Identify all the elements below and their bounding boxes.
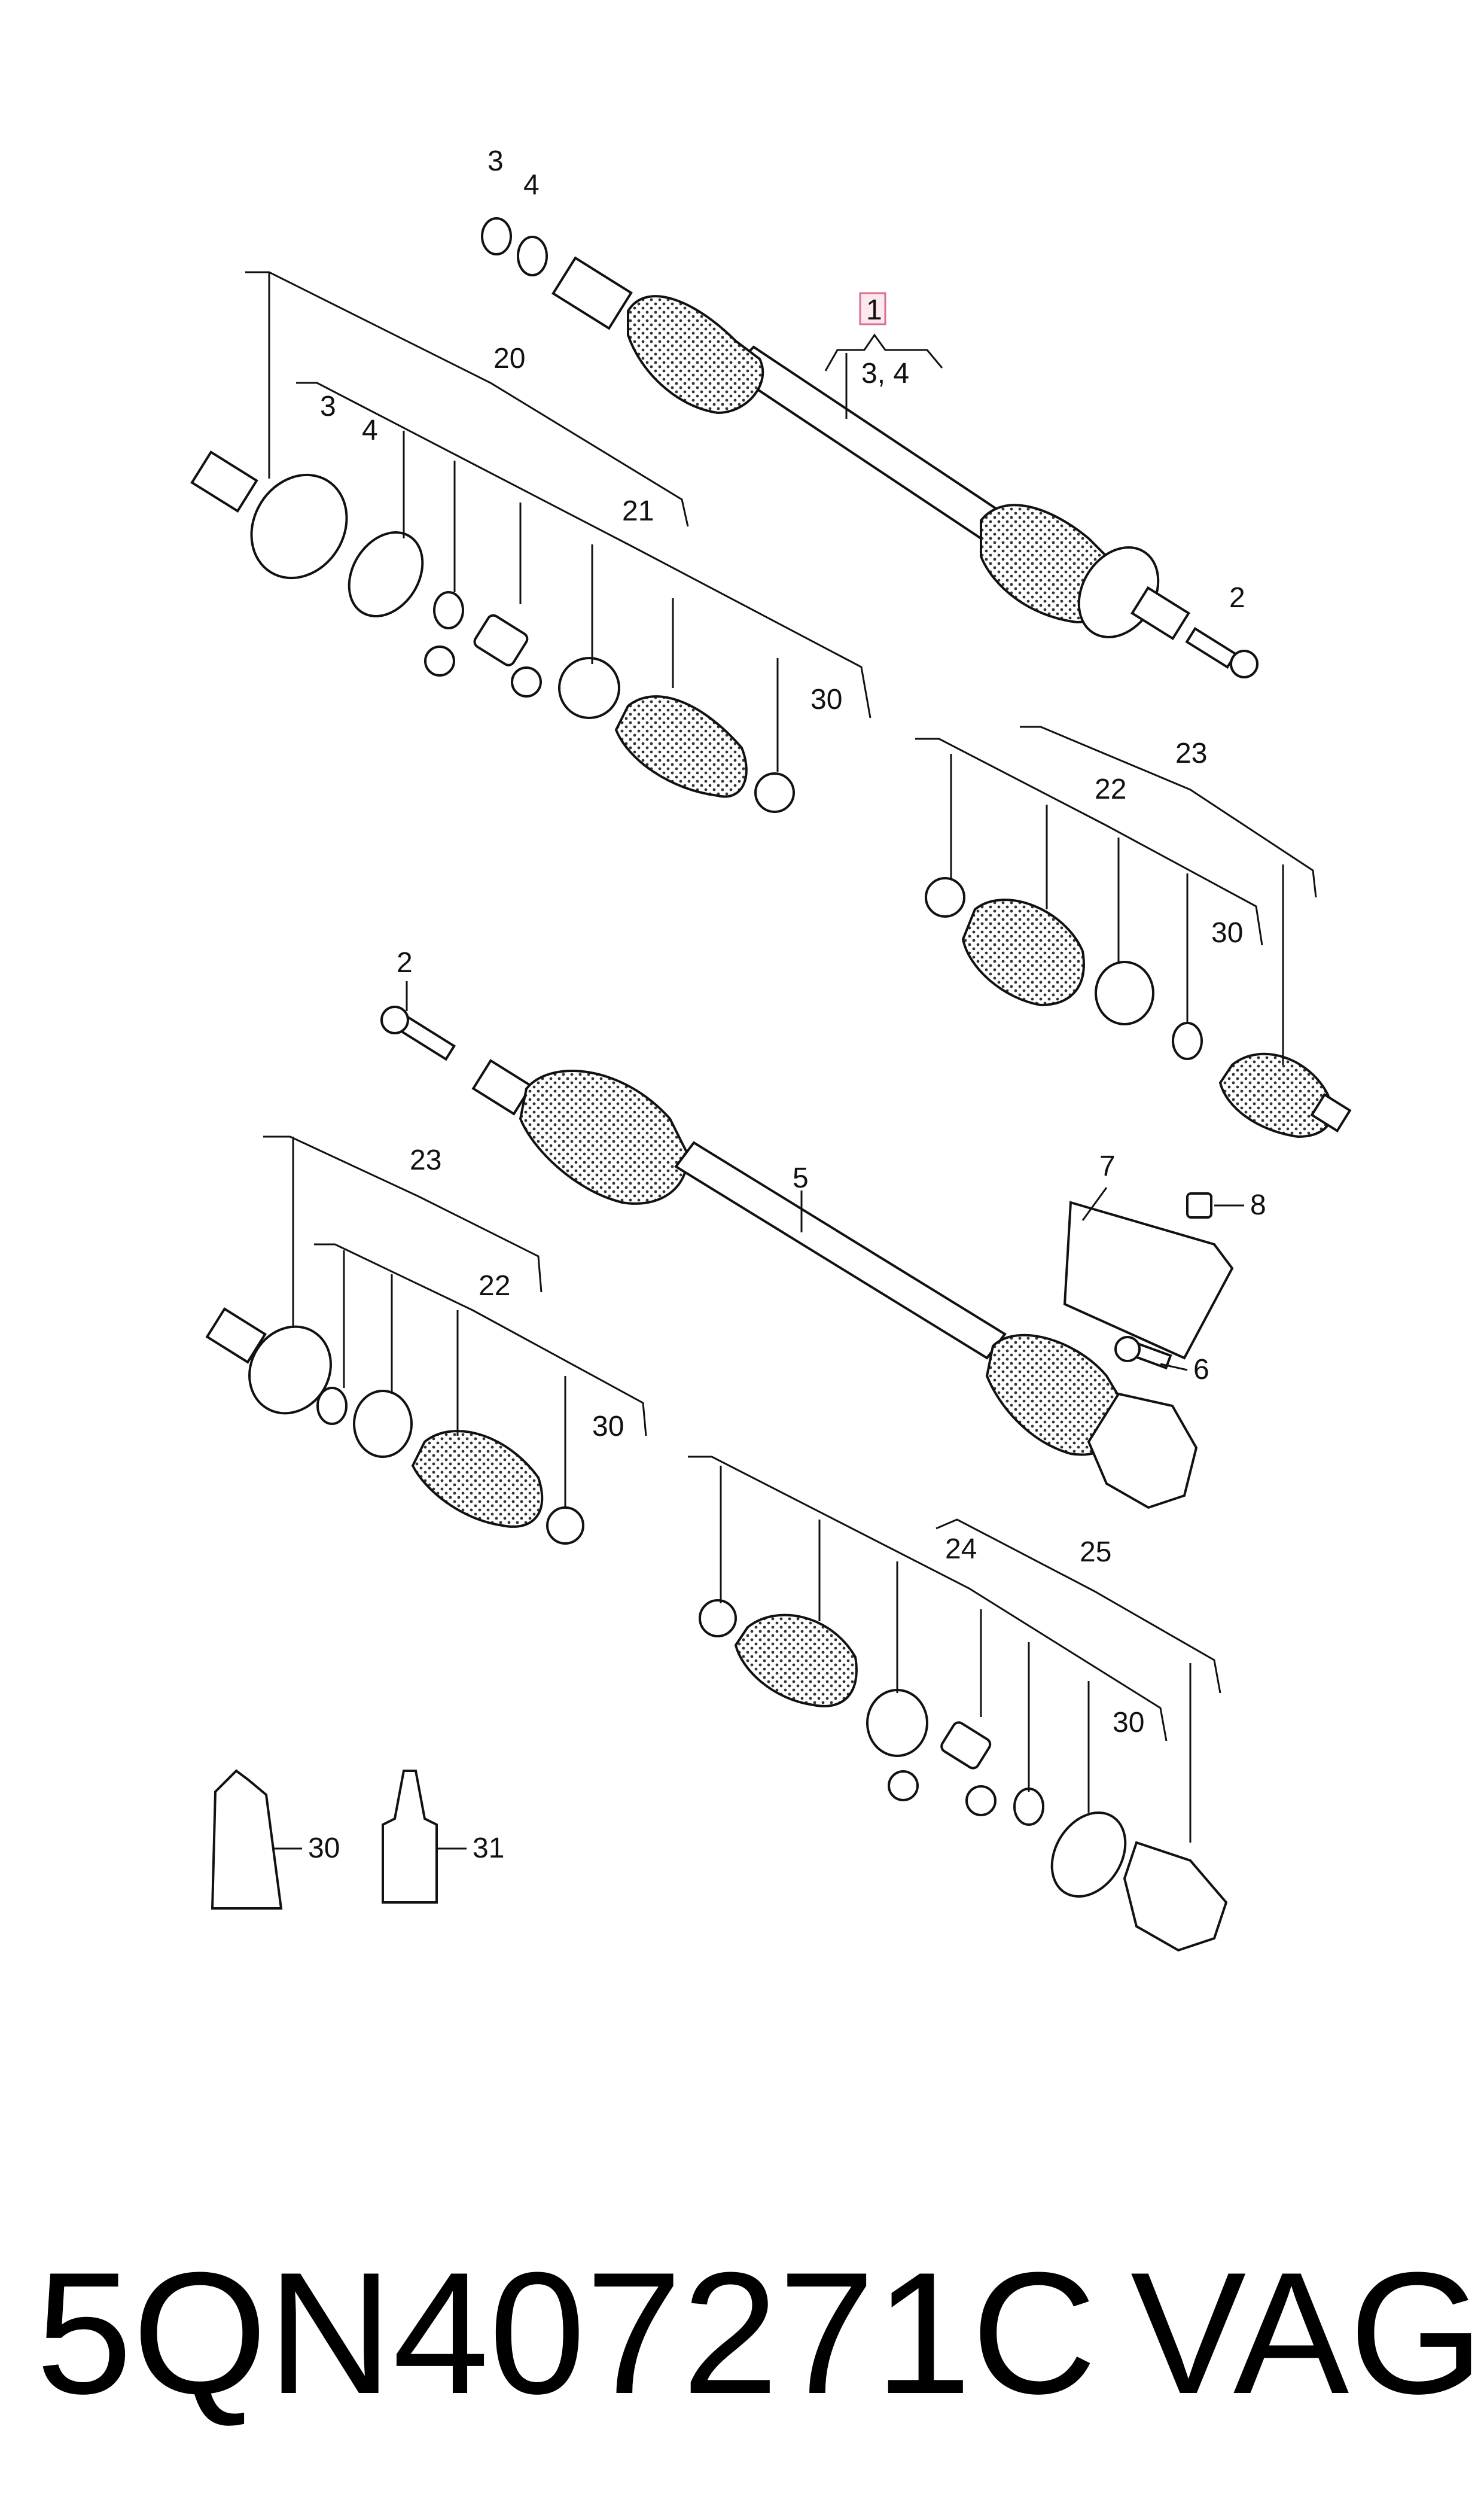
callout-30e[interactable]: 30 [308,1832,340,1864]
callout-2b[interactable]: 2 [397,947,413,979]
callout-25[interactable]: 25 [1080,1536,1111,1568]
bracket-22b [314,1243,647,1436]
clamp-lr-b [866,1689,928,1757]
bolt-upper [1185,627,1258,678]
callout-6[interactable]: 6 [1193,1354,1209,1386]
joint-set-lower-right [699,1599,1228,1952]
boot-right [961,899,1085,1007]
flange-lr [1123,1841,1228,1952]
part-number: 5QN407271C [36,2236,1097,2430]
heat-shield [1063,1201,1234,1360]
bracket-24 [688,1456,1168,1741]
stub-right [1310,1093,1352,1132]
seal-plate-lr [1050,1811,1127,1898]
circlip-lower-left [316,1387,348,1425]
boot-lower-left [519,1070,690,1205]
nut-8 [1186,1192,1212,1219]
joint-set-lower-left [205,1307,584,1545]
callout-7[interactable]: 7 [1099,1150,1116,1182]
callout-20[interactable]: 20 [493,343,525,374]
callout-23a[interactable]: 23 [1175,738,1207,769]
sealant-bottle [382,1770,438,1904]
circlip-right [1172,1022,1203,1060]
leader-6 [1160,1363,1188,1371]
clamp-upper-a [558,657,620,719]
clamp-lr-a [699,1599,737,1637]
clamp-lower-left-b [546,1506,584,1545]
stub-upper-right [1130,586,1190,641]
clamp-right-b [1095,961,1154,1025]
roller-upper-a [424,646,455,677]
inner-housing-upper [250,473,348,580]
callout-21[interactable]: 21 [622,495,654,527]
bracket-22a [915,738,1263,946]
boot-inner-upper [614,695,748,798]
callout-22b[interactable]: 22 [479,1270,510,1302]
flange-lower [1087,1392,1198,1509]
callout-30a[interactable]: 30 [810,684,842,715]
callout-30c[interactable]: 30 [592,1411,624,1442]
boot-lr [734,1613,858,1707]
bottle-body [382,1770,438,1904]
callout-3b[interactable]: 3 [320,391,336,422]
tube-body [211,1769,283,1910]
callout-5[interactable]: 5 [793,1162,809,1194]
bracket-25 [936,1518,1221,1694]
bolt-6-head [1114,1336,1141,1362]
footer: 5QN407271C VAG [36,2236,1484,2430]
ring-upper [517,236,548,276]
callout-31[interactable]: 31 [473,1832,504,1864]
boot-upper-left [627,295,764,415]
callout-4a[interactable]: 4 [523,169,540,201]
callout-23b[interactable]: 23 [410,1144,441,1176]
outer-joint-right [1218,1052,1333,1138]
bracket-1 [824,333,943,372]
stub-lower-left [471,1059,533,1116]
clamp-upper-b [754,772,795,813]
bracket-23b [263,1135,543,1293]
callout-30b[interactable]: 30 [1211,917,1243,949]
bolt-head-lower [380,1006,409,1034]
driveshaft-assembly-5 [380,1006,1198,1509]
grease-tube [211,1769,283,1910]
seal-plate-upper [348,531,424,617]
bracket-20 [245,271,689,527]
callout-30d[interactable]: 30 [1113,1707,1144,1738]
clamp-lower-left-a [353,1390,413,1458]
callout-24[interactable]: 24 [945,1533,977,1565]
circlip-lr [1013,1788,1044,1826]
boot-lower-left-set [411,1430,544,1528]
callout-4b[interactable]: 4 [362,415,378,446]
bolt-shank-upper [1185,627,1238,669]
tripod-upper [473,614,529,666]
circlip-inner-upper [433,591,464,629]
outer-joint-set-right [925,877,1352,1138]
stub-lower-left-set [205,1307,267,1364]
callout-22a[interactable]: 22 [1095,774,1126,805]
callout-3a[interactable]: 3 [487,145,504,177]
inner-joint-set-upper [190,450,795,813]
brand-name: VAG [1130,2236,1484,2430]
callout-2a[interactable]: 2 [1229,582,1245,614]
callout-1[interactable]: 1 [866,294,882,326]
tripod-lr [940,1721,992,1770]
leader-7 [1081,1187,1108,1221]
bolt-head-upper [1230,650,1258,678]
shaft-5 [674,1141,1007,1360]
roller-lr-b [965,1785,997,1816]
callout-1-highlight [859,292,886,325]
stub-upper-left [551,256,633,330]
roller-lr-a [888,1770,919,1801]
bracket-21 [296,382,871,718]
stub-inner-upper [190,450,258,513]
callout-3-4[interactable]: 3, 4 [861,358,909,389]
callout-8[interactable]: 8 [1250,1189,1266,1221]
circlip-upper [481,217,512,255]
roller-upper-b [511,666,542,698]
bracket-23a [1020,726,1317,898]
clamp-right-a [925,877,965,918]
driveshaft-assembly-1 [551,256,1190,641]
